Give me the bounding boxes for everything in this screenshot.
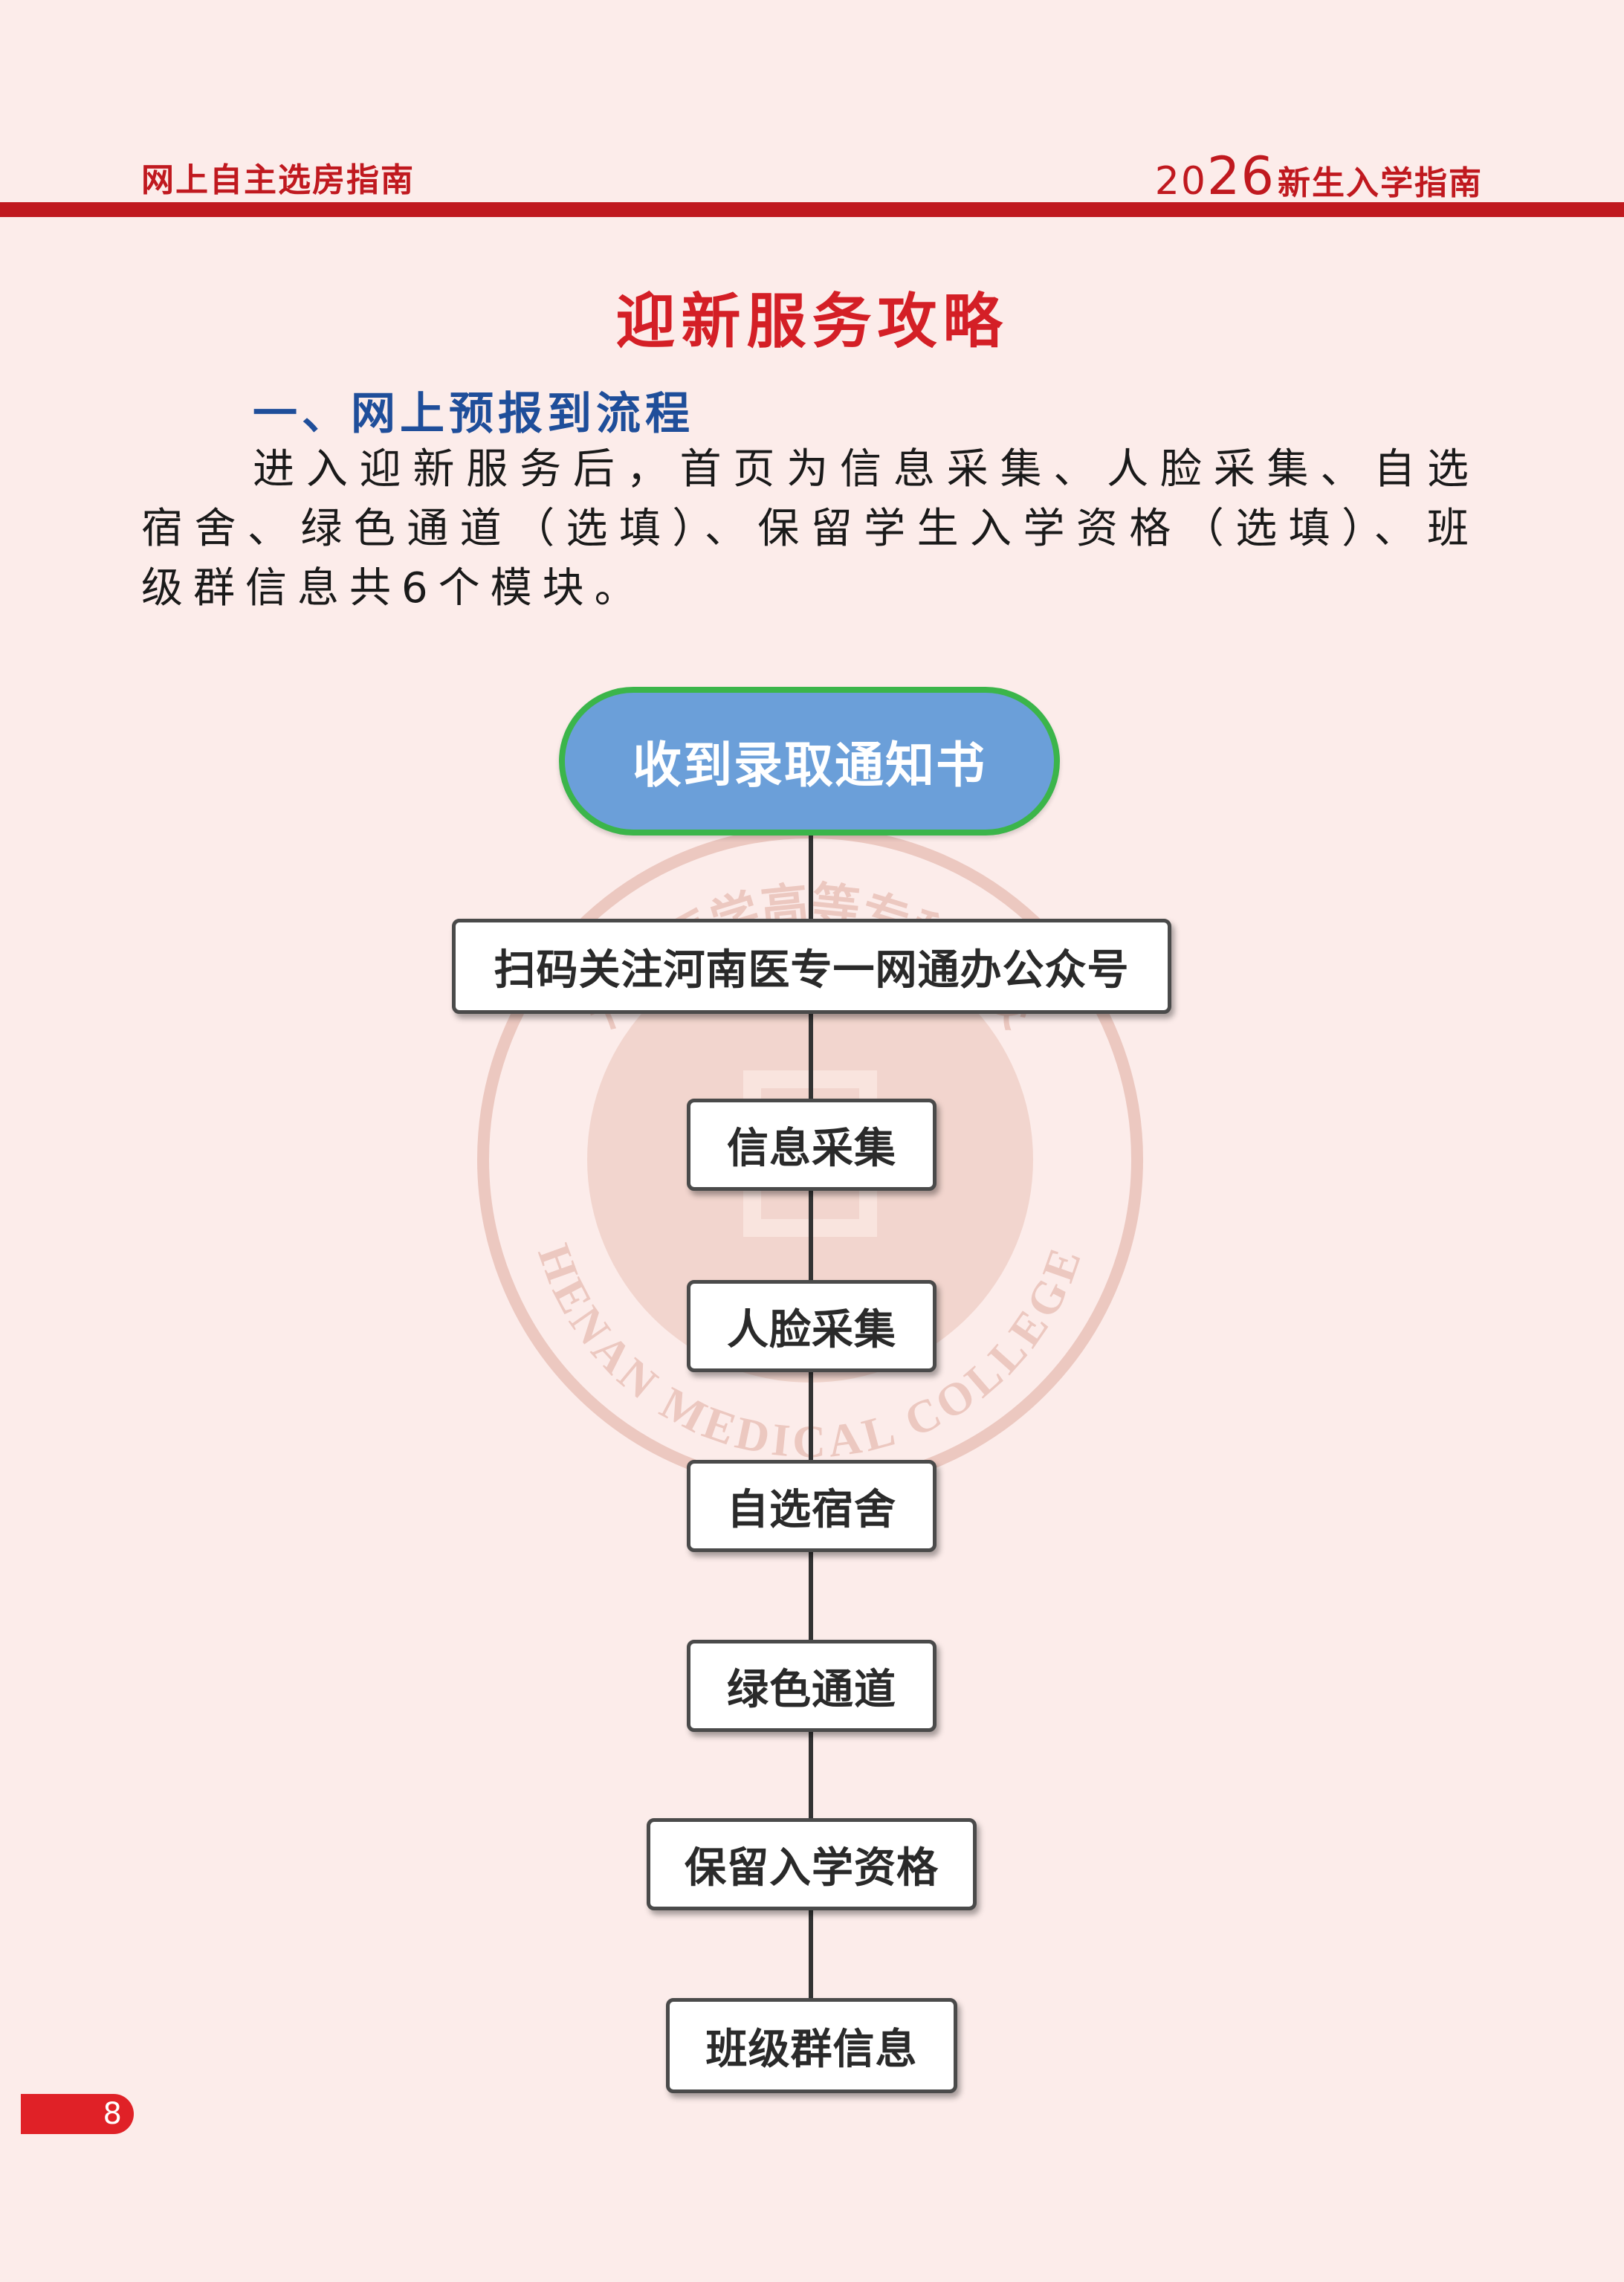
- header-guide-title: 新生入学指南: [1278, 164, 1483, 202]
- flowchart-step-green-channel: 绿色通道: [687, 1640, 936, 1732]
- flowchart-step-class-group: 班级群信息: [666, 1998, 957, 2093]
- running-header-left: 网上自主选房指南: [141, 161, 415, 199]
- flowchart-step-dorm-selection: 自选宿舍: [687, 1460, 936, 1552]
- flowchart-step-reserve-enrollment: 保留入学资格: [647, 1818, 977, 1910]
- flowchart-step-info-collection: 信息采集: [687, 1099, 936, 1191]
- flowchart-step-follow-account: 扫码关注河南医专一网通办公众号: [452, 919, 1171, 1014]
- intro-paragraph: 进入迎新服务后，首页为信息采集、人脸采集、自选宿舍、绿色通道（选填）、保留学生入…: [141, 445, 1479, 612]
- page-title: 迎新服务攻略: [615, 287, 1009, 356]
- header-year-prefix: 20: [1154, 159, 1207, 204]
- flowchart-connector: [809, 833, 813, 2052]
- flowchart-start-node: 收到录取通知书: [559, 687, 1060, 835]
- header-rule: [0, 202, 1624, 217]
- flowchart-step-face-collection: 人脸采集: [687, 1280, 936, 1372]
- section-heading: 一、网上预报到流程: [253, 388, 694, 440]
- page-number-tab: 8: [21, 2094, 134, 2134]
- header-year-suffix: 26: [1206, 146, 1275, 207]
